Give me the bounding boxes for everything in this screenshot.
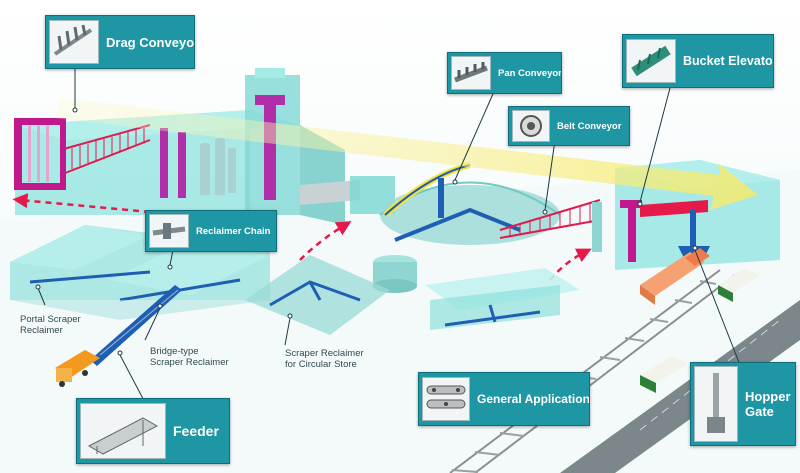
- hopper-gate-text: Hopper Gate: [741, 389, 795, 419]
- road-trucks: [640, 268, 760, 393]
- pan-conveyor-thumbnail: [451, 56, 491, 90]
- circular-caption-line1: Scraper Reclaimer: [285, 348, 364, 359]
- bucket-elevator-text: Bucket Elevator: [683, 54, 774, 68]
- general-applications-shelter: [425, 268, 580, 330]
- drag-conveyor-text: Drag Conveyor: [106, 34, 195, 50]
- main-flow-arrow: [55, 98, 758, 210]
- reclaimer-chain-label[interactable]: Reclaimer Chain: [145, 210, 277, 252]
- pan-conveyor-label[interactable]: Pan Conveyor: [447, 52, 562, 94]
- hopper-gate-line1: Hopper: [745, 389, 791, 404]
- reclaimer-chain-icon: [152, 223, 186, 239]
- reclaimer-chain-thumbnail: [149, 214, 189, 248]
- feeder-icon: [87, 417, 159, 455]
- bridge-caption-line1: Bridge-type: [150, 346, 199, 357]
- drag-conveyor-thumbnail: [49, 20, 99, 64]
- bridge-caption-line2: Scraper Reclaimer: [150, 357, 229, 368]
- feeder-text: Feeder: [173, 423, 219, 439]
- portal-caption-line1: Portal Scraper: [20, 314, 81, 325]
- belt-roller-icon: [520, 115, 542, 137]
- drag-chain-icon: [53, 24, 93, 56]
- general-applications-label[interactable]: General Applications: [418, 372, 590, 426]
- drag-conveyor-chain: [59, 124, 151, 176]
- circular-caption-line2: for Circular Store: [285, 359, 357, 370]
- belt-conveyor-thumbnail: [512, 110, 550, 142]
- silo: [373, 255, 417, 293]
- hopper-gate-line2: Gate: [745, 404, 774, 419]
- belt-conveyor-text: Belt Conveyor: [557, 120, 622, 132]
- circular-store: [245, 255, 390, 335]
- pan-conveyor-store: [379, 162, 561, 245]
- feeder-thumbnail: [80, 403, 166, 459]
- belt-conveyor: [499, 199, 602, 252]
- reclaimer-chain-text: Reclaimer Chain: [196, 225, 271, 237]
- portal-caption-line2: Reclaimer: [20, 325, 63, 336]
- belt-conveyor-label[interactable]: Belt Conveyor: [508, 106, 630, 146]
- hopper-gate-thumbnail: [694, 366, 738, 442]
- bridge-scraper-caption: Bridge-type Scraper Reclaimer: [150, 346, 229, 368]
- pan-chain-icon: [454, 62, 488, 83]
- bucket-icon: [631, 45, 671, 77]
- portal-scraper-caption: Portal Scraper Reclaimer: [20, 314, 81, 336]
- pan-conveyor-text: Pan Conveyor: [498, 67, 562, 79]
- drag-conveyor-label[interactable]: Drag Conveyor: [45, 15, 195, 69]
- general-applications-text: General Applications: [477, 392, 590, 406]
- chain-links-icon: [426, 385, 466, 409]
- drag-conveyor-frame: [14, 118, 66, 190]
- bucket-elevator-thumbnail: [626, 39, 676, 83]
- hopper-gate-icon: [707, 373, 725, 433]
- road: [560, 300, 800, 473]
- bucket-elevator-label[interactable]: Bucket Elevator: [622, 34, 774, 88]
- dump-truck: [55, 350, 100, 387]
- feeder-label[interactable]: Feeder: [76, 398, 230, 464]
- circular-scraper-caption: Scraper Reclaimer for Circular Store: [285, 348, 364, 370]
- hall-columns: [160, 95, 285, 200]
- hopper-gate-label[interactable]: Hopper Gate: [690, 362, 796, 446]
- general-applications-thumbnail: [422, 377, 470, 421]
